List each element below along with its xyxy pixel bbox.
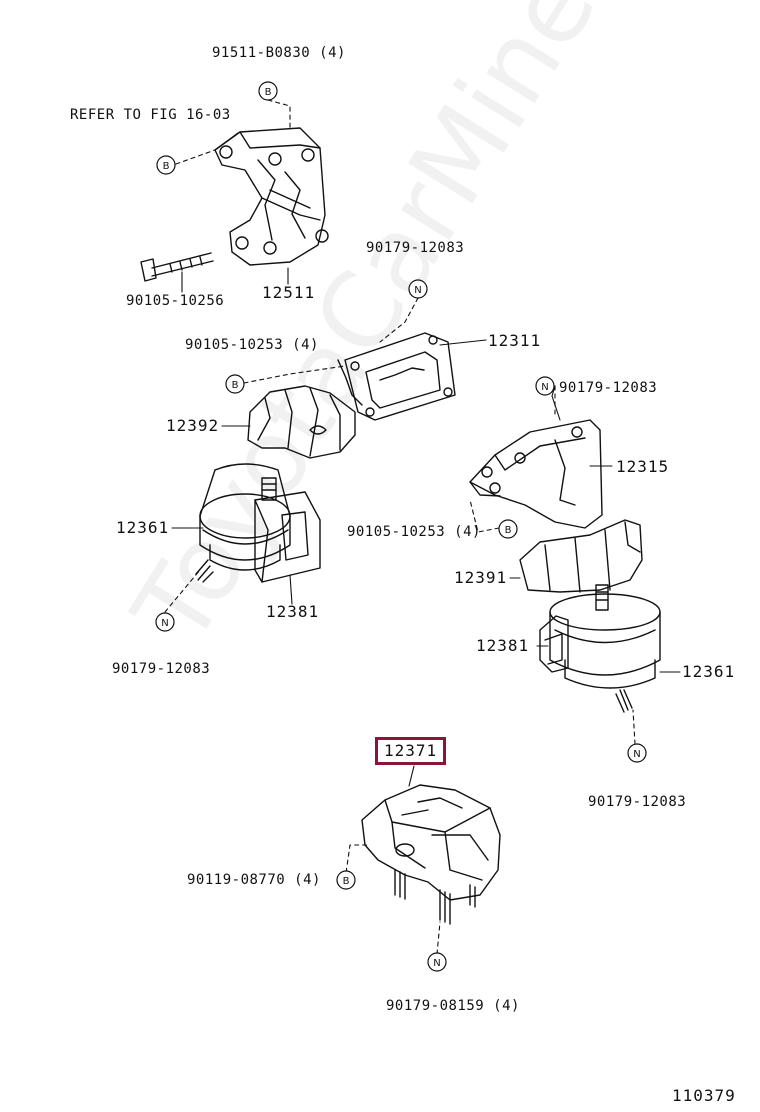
label-nut-right-bottom[interactable]: 90179-12083 — [588, 794, 687, 810]
callout-letter: B — [163, 161, 170, 172]
label-bracket[interactable]: 12511 — [262, 283, 316, 302]
label-rear-bolt[interactable]: 90119-08770 (4) — [187, 872, 321, 888]
callout-letter: B — [505, 525, 512, 536]
callout-n-rear — [427, 952, 447, 972]
label-rear-nut[interactable]: 90179-08159 (4) — [386, 998, 520, 1014]
callout-letter: N — [633, 749, 640, 760]
callout-letter: B — [343, 876, 350, 887]
callout-letter: N — [433, 958, 440, 969]
label-insulator-l[interactable]: 12392 — [166, 416, 220, 435]
callout-b-top — [258, 81, 278, 101]
engine-mount-12361-left[interactable] — [195, 463, 291, 583]
callout-n-right — [535, 376, 555, 396]
label-stopper-l[interactable]: 12381 — [266, 602, 320, 621]
callout-letter: N — [414, 285, 421, 296]
callout-n-center — [408, 279, 428, 299]
stopper-12381-left[interactable] — [254, 491, 321, 583]
callout-letter: B — [232, 380, 239, 391]
callout-b-rear — [336, 870, 356, 890]
label-bracket-r[interactable]: 12315 — [616, 457, 670, 476]
label-nut-left-bottom[interactable]: 90179-12083 — [112, 661, 211, 677]
label-nut-center[interactable]: 90179-12083 — [366, 240, 465, 256]
label-mount-l[interactable]: 12361 — [116, 518, 170, 537]
insulator-12391-right[interactable] — [519, 519, 643, 593]
rear-mount-12371[interactable] — [361, 784, 501, 925]
highlight-box: 12371 — [375, 737, 447, 765]
label-nut-right[interactable]: 90179-12083 — [559, 380, 658, 396]
label-top-bolt[interactable]: 91511-B0830 (4) — [212, 45, 346, 61]
figure-number: 110379 — [672, 1086, 736, 1105]
label-plate-bolt[interactable]: 90105-10253 (4) — [185, 337, 319, 353]
callout-b-bracket — [498, 519, 518, 539]
label-long-bolt[interactable]: 90105-10256 — [126, 293, 225, 309]
engine-mount-12361-right[interactable] — [549, 584, 661, 713]
plate-12311[interactable] — [337, 332, 456, 421]
label-stopper-r[interactable]: 12381 — [476, 636, 530, 655]
stopper-12381-right[interactable] — [539, 615, 569, 673]
callout-letter: B — [265, 87, 272, 98]
bolt-90105-10256[interactable] — [140, 252, 214, 282]
label-plate[interactable]: 12311 — [488, 331, 542, 350]
engine-bracket-12511[interactable] — [214, 127, 329, 266]
label-rear-mount[interactable]: 12371 — [384, 741, 438, 760]
callout-n-left-bottom — [155, 612, 175, 632]
label-bracket-bolt-r[interactable]: 90105-10253 (4) — [347, 524, 481, 540]
callout-b-plate — [225, 374, 245, 394]
bracket-12315-right[interactable] — [469, 419, 603, 529]
insulator-12392[interactable] — [247, 385, 356, 459]
callout-b-refer — [156, 155, 176, 175]
label-mount-r[interactable]: 12361 — [682, 662, 736, 681]
label-insulator-r[interactable]: 12391 — [454, 568, 508, 587]
callout-letter: N — [161, 618, 168, 629]
label-refer[interactable]: REFER TO FIG 16-03 — [70, 107, 231, 123]
callout-letter: N — [541, 382, 548, 393]
callout-n-right-bottom — [627, 743, 647, 763]
